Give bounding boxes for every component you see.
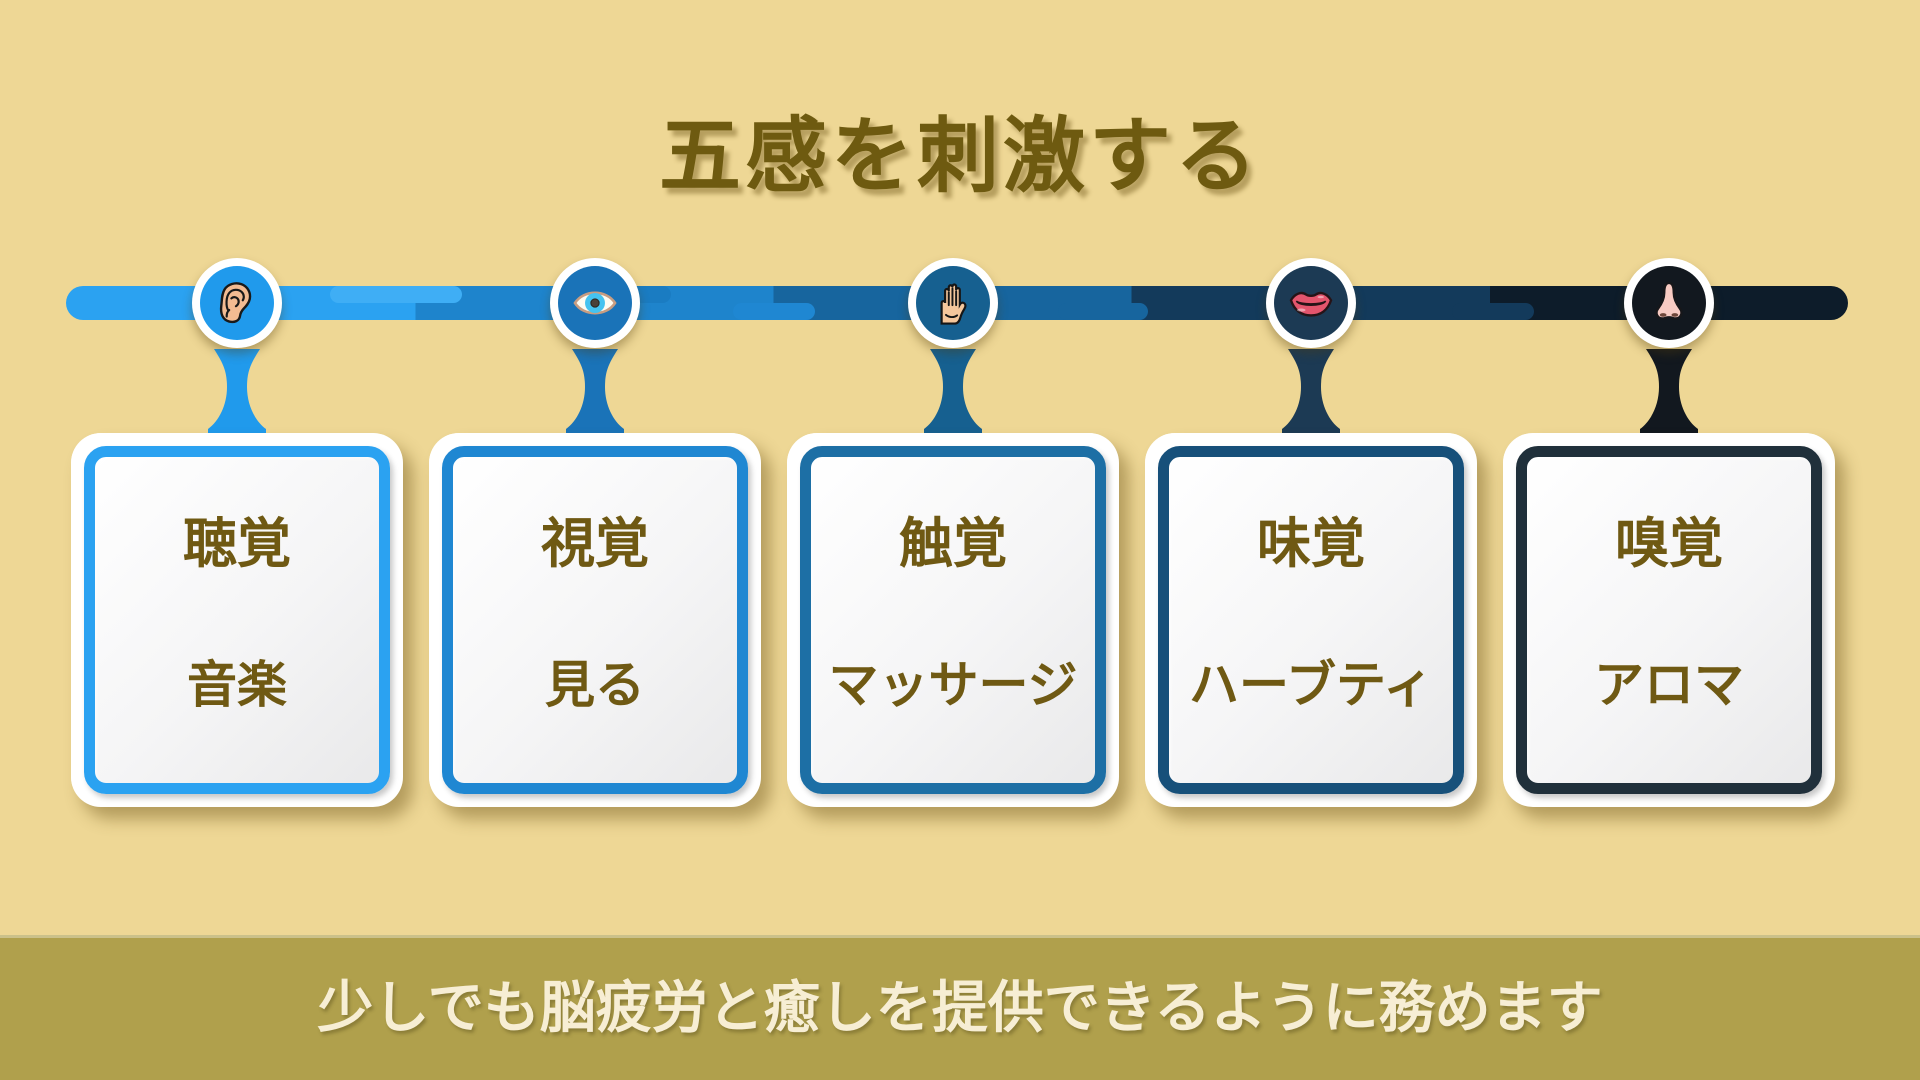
connector-stem — [1640, 349, 1698, 433]
timeline-dash — [1452, 303, 1534, 320]
sense-label: 触覚 — [899, 514, 1007, 574]
activity-label: ハーブティ — [1189, 657, 1433, 713]
footer-text: 少しでも脳疲労と癒しを提供できるように務めます — [317, 976, 1603, 1039]
connector-stem — [566, 349, 624, 433]
connector-stem — [924, 349, 982, 433]
sense-node — [1266, 258, 1356, 348]
connector-stem — [1282, 349, 1340, 433]
activity-label: 音楽 — [187, 657, 287, 713]
page-title: 五感を刺激する — [658, 110, 1261, 202]
sense-card: 触覚 マッサージ — [787, 433, 1119, 807]
sense-card: 聴覚 音楽 — [71, 433, 403, 807]
sense-card: 視覚 見る — [429, 433, 761, 807]
sense-label: 聴覚 — [183, 514, 291, 574]
hand-icon — [940, 283, 967, 325]
sense-node — [908, 258, 998, 348]
activity-label: 見る — [545, 657, 645, 713]
nose-icon — [1655, 281, 1683, 320]
sense-card: 味覚 ハーブティ — [1145, 433, 1477, 807]
eye-icon — [573, 291, 617, 315]
activity-label: アロマ — [1594, 657, 1744, 713]
sense-label: 視覚 — [541, 514, 649, 574]
sense-node — [192, 258, 282, 348]
activity-label: マッサージ — [828, 657, 1078, 713]
sense-node — [550, 258, 640, 348]
connector-stem — [208, 349, 266, 433]
sense-node — [1624, 258, 1714, 348]
sense-card: 嗅覚 アロマ — [1503, 433, 1835, 807]
sense-label: 味覚 — [1257, 514, 1365, 574]
ear-icon — [219, 282, 252, 324]
sense-label: 嗅覚 — [1615, 514, 1723, 574]
timeline-dash — [330, 286, 462, 303]
mouth-icon — [1289, 291, 1333, 317]
footer-banner: 少しでも脳疲労と癒しを提供できるように務めます — [0, 935, 1920, 1080]
timeline-dash — [733, 303, 815, 320]
timeline-dash — [1058, 303, 1148, 320]
